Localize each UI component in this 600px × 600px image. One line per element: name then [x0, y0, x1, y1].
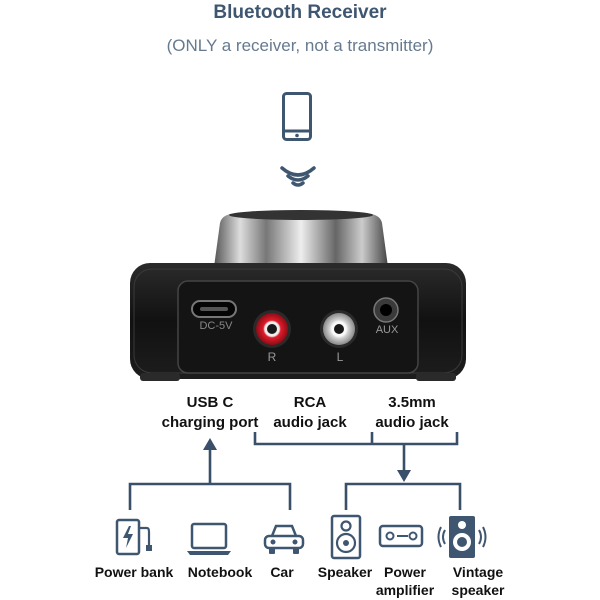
- port-label-r: R: [267, 350, 277, 364]
- aux-label-line2: audio jack: [375, 414, 449, 431]
- wireless-signal-icon: [280, 166, 316, 187]
- notebook-label: Notebook: [187, 564, 253, 580]
- vintage-speaker-icon: [437, 516, 487, 558]
- page-subtitle: (ONLY a receiver, not a transmitter): [166, 36, 434, 55]
- usb-c-label-line2: charging port: [161, 414, 259, 431]
- rca-label-line2: audio jack: [273, 414, 347, 431]
- port-label-l: L: [336, 350, 344, 364]
- port-label-dc: DC-5V: [199, 320, 233, 332]
- usb-c-label: USB C charging port: [130, 393, 290, 433]
- rca-label: RCA audio jack: [260, 393, 360, 433]
- aux-label-line1: 3.5mm: [388, 394, 436, 411]
- car-icon: [263, 524, 305, 554]
- power-amplifier-label: Power amplifier: [370, 563, 440, 599]
- vintage-speaker-label-line1: Vintage: [452, 564, 504, 580]
- amplifier-icon: [378, 524, 424, 548]
- car-label: Car: [270, 564, 294, 580]
- arrow-down-icon: [397, 470, 411, 482]
- vintage-speaker-label-line2: speaker: [451, 582, 505, 598]
- rca-label-line1: RCA: [293, 394, 327, 411]
- speaker-label: Speaker: [317, 564, 373, 580]
- speaker-icon: [330, 514, 362, 560]
- power-amplifier-label-line1: Power: [383, 564, 426, 580]
- usb-c-label-line1: USB C: [186, 394, 234, 411]
- power-bank-label: Power bank: [94, 564, 174, 580]
- phone-icon: [282, 92, 312, 141]
- bluetooth-receiver-device: [130, 210, 466, 381]
- laptop-icon: [187, 522, 231, 555]
- power-bank-icon: [115, 518, 152, 556]
- page-title: Bluetooth Receiver: [213, 2, 387, 23]
- port-label-aux: AUX: [375, 324, 399, 336]
- aux-label: 3.5mm audio jack: [362, 393, 462, 433]
- arrow-up-icon: [203, 438, 217, 450]
- power-amplifier-label-line2: amplifier: [375, 582, 435, 598]
- vintage-speaker-label: Vintage speaker: [442, 563, 514, 599]
